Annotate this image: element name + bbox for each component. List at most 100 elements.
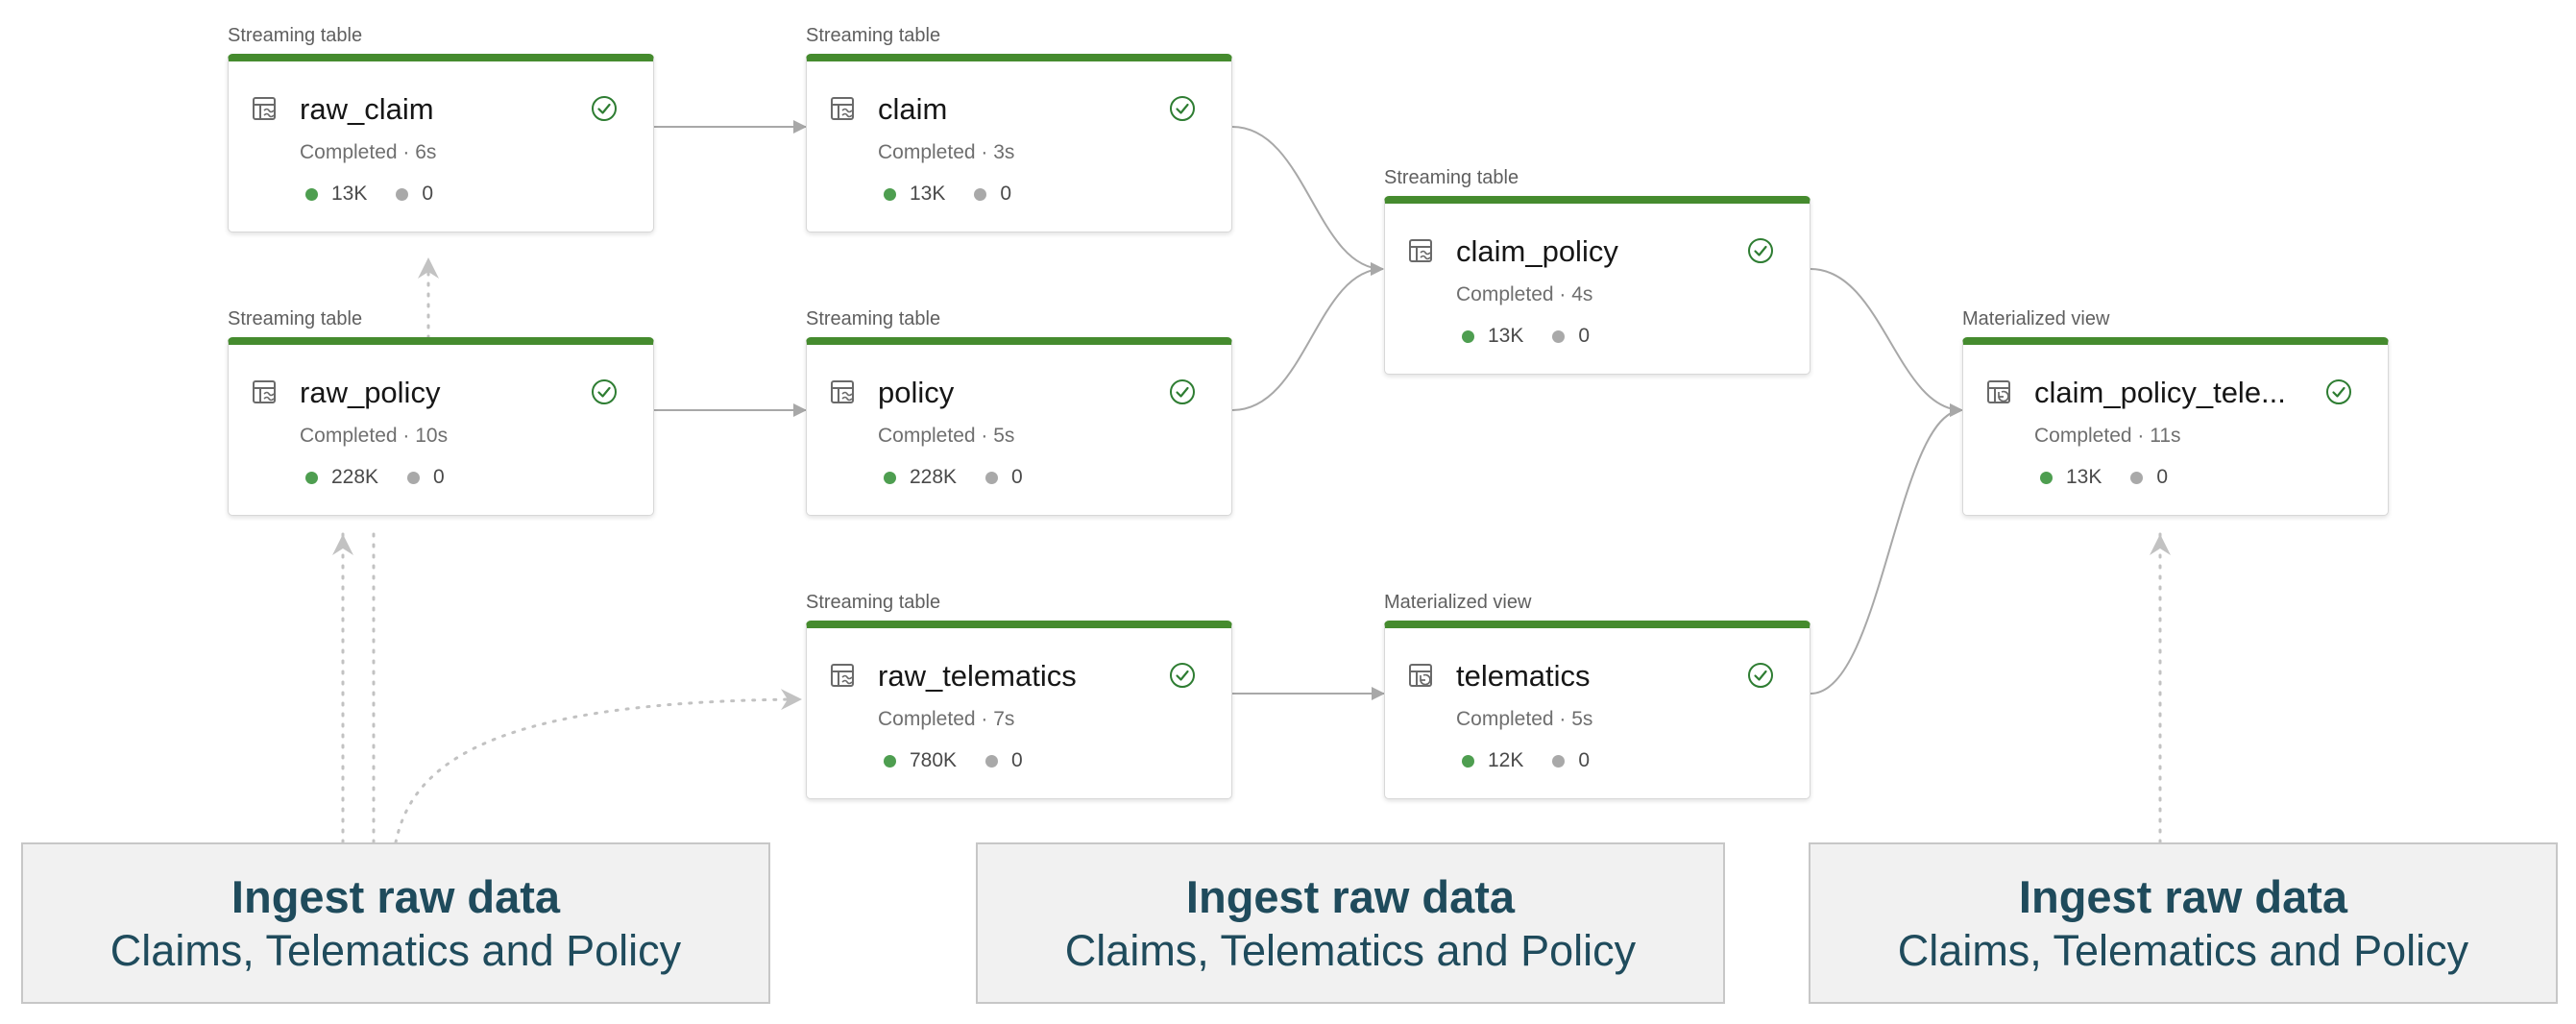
rows-count: 13K: [910, 183, 946, 205]
dropped-count: 0: [422, 183, 434, 205]
callout-title: Ingest raw data: [231, 871, 561, 922]
rows-count: 13K: [2066, 466, 2102, 488]
rows-count: 780K: [910, 749, 958, 771]
node-stats: 12K 0: [1462, 749, 1590, 772]
check-circle-icon: [2326, 379, 2351, 404]
dropped-count: 0: [1578, 325, 1591, 347]
streaming-table-icon: [1409, 239, 1432, 262]
node-stats: 13K 0: [1462, 325, 1590, 348]
check-circle-icon: [1170, 663, 1195, 688]
node-type-label: Materialized view: [1384, 592, 1532, 613]
callout-subtitle: Claims, Telematics and Policy: [109, 926, 682, 975]
dropped-count: 0: [1578, 749, 1591, 771]
node-stats: 13K 0: [2040, 466, 2168, 489]
callout-title: Ingest raw data: [1185, 871, 1516, 922]
node-name: raw_policy: [300, 376, 441, 409]
node-type-label: Streaming table: [228, 25, 363, 46]
callout-subtitle: Claims, Telematics and Policy: [1064, 926, 1637, 975]
node-stats: 228K 0: [305, 466, 445, 489]
node-type-label: Materialized view: [1962, 308, 2110, 329]
rows-count: 228K: [331, 466, 379, 488]
node-status: Completed · 4s: [1456, 283, 1593, 305]
rows-dot-icon: [884, 471, 896, 484]
node-status: Completed · 10s: [300, 425, 449, 447]
node-card[interactable]: claim_policy Completed · 4s 13K 0: [1384, 196, 1810, 375]
dropped-dot-icon: [407, 471, 421, 484]
rows-count: 228K: [910, 466, 958, 488]
node-status: Completed · 5s: [1456, 708, 1593, 730]
node-type-label: Streaming table: [1384, 167, 1519, 188]
node-card[interactable]: claim_policy_tele... Completed · 11s 13K…: [1962, 337, 2389, 516]
dropped-count: 0: [433, 466, 445, 488]
node-type-label: Streaming table: [228, 308, 363, 329]
rows-dot-icon: [2040, 471, 2053, 484]
rows-dot-icon: [884, 187, 896, 201]
node-card[interactable]: raw_telematics Completed · 7s 780K 0: [806, 621, 1232, 799]
node-type-label: Streaming table: [806, 592, 941, 613]
edge-claim-policy-to-claim-policy-tele: [1810, 268, 1963, 417]
node-name: claim_policy: [1456, 234, 1618, 268]
materialized-view-icon: [1409, 664, 1432, 687]
dropped-dot-icon: [2130, 471, 2144, 484]
rows-count: 13K: [1488, 325, 1524, 347]
check-circle-icon: [1748, 663, 1773, 688]
node-status: Completed · 11s: [2034, 425, 2181, 447]
check-circle-icon: [592, 379, 617, 404]
dropped-dot-icon: [974, 187, 987, 201]
node-type-label: Streaming table: [806, 25, 941, 46]
node-name: claim: [878, 92, 948, 126]
dropped-count: 0: [2156, 466, 2169, 488]
edge-telematics-to-claim-policy-tele: [1810, 403, 1963, 695]
rows-count: 12K: [1488, 749, 1524, 771]
rows-count: 13K: [331, 183, 368, 205]
check-circle-icon: [1748, 238, 1773, 263]
node-stats: 780K 0: [884, 749, 1023, 772]
node-card[interactable]: raw_policy Completed · 10s 228K 0: [228, 337, 654, 516]
edge-ingest-to-raw-telematics: [394, 689, 804, 844]
streaming-table-icon: [831, 380, 854, 403]
ingest-callout-2: Ingest raw data Claims, Telematics and P…: [976, 842, 1725, 1004]
ingest-callout-1: Ingest raw data Claims, Telematics and P…: [21, 842, 770, 1004]
node-name: claim_policy_tele...: [2034, 376, 2286, 409]
ingest-callout-3: Ingest raw data Claims, Telematics and P…: [1809, 842, 2558, 1004]
rows-dot-icon: [1462, 754, 1474, 768]
rows-dot-icon: [305, 471, 318, 484]
node-status: Completed · 7s: [878, 708, 1015, 730]
check-circle-icon: [1170, 379, 1195, 404]
node-card[interactable]: telematics Completed · 5s 12K 0: [1384, 621, 1810, 799]
rows-dot-icon: [1462, 329, 1474, 343]
dropped-dot-icon: [1552, 754, 1566, 768]
node-name: telematics: [1456, 659, 1591, 693]
check-circle-icon: [592, 96, 617, 121]
node-card[interactable]: raw_claim Completed · 6s 13K 0: [228, 54, 654, 232]
node-stats: 13K 0: [884, 183, 1011, 206]
node-card[interactable]: policy Completed · 5s 228K 0: [806, 337, 1232, 516]
dropped-dot-icon: [985, 754, 999, 768]
node-card[interactable]: claim Completed · 3s 13K 0: [806, 54, 1232, 232]
callout-subtitle: Claims, Telematics and Policy: [1897, 926, 2469, 975]
dropped-dot-icon: [396, 187, 409, 201]
dropped-count: 0: [1000, 183, 1012, 205]
check-circle-icon: [1170, 96, 1195, 121]
materialized-view-icon: [1987, 380, 2010, 403]
dropped-count: 0: [1011, 466, 1023, 488]
streaming-table-icon: [831, 664, 854, 687]
dropped-dot-icon: [1552, 329, 1566, 343]
node-name: raw_telematics: [878, 659, 1077, 693]
streaming-table-icon: [253, 380, 276, 403]
node-type-label: Streaming table: [806, 308, 941, 329]
edge-claim-to-claim-policy: [1231, 126, 1384, 276]
dropped-count: 0: [1011, 749, 1023, 771]
node-name: policy: [878, 376, 955, 409]
node-stats: 228K 0: [884, 466, 1023, 489]
dropped-dot-icon: [985, 471, 999, 484]
node-status: Completed · 6s: [300, 141, 437, 163]
node-name: raw_claim: [300, 92, 434, 126]
streaming-table-icon: [253, 97, 276, 120]
rows-dot-icon: [884, 754, 896, 768]
streaming-table-icon: [831, 97, 854, 120]
edge-policy-to-claim-policy: [1231, 262, 1384, 411]
node-status: Completed · 3s: [878, 141, 1015, 163]
node-status: Completed · 5s: [878, 425, 1015, 447]
